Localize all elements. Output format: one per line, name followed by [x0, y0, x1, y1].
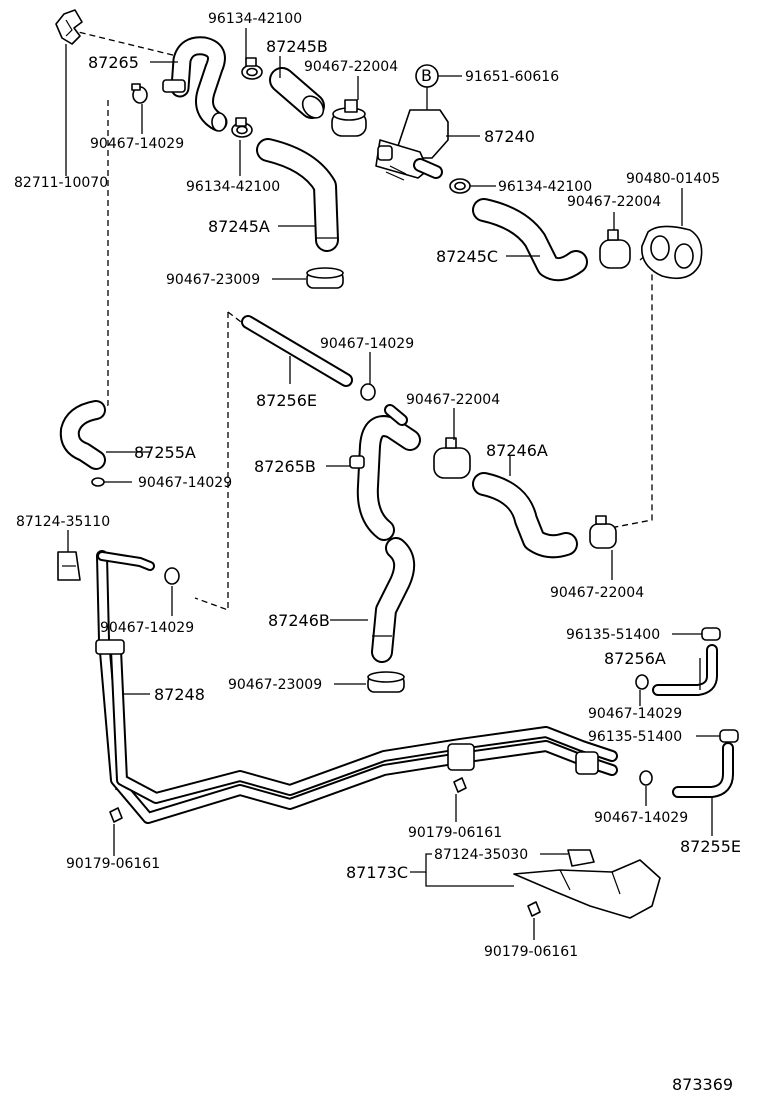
label-90179-06161-c: 90179-06161 — [484, 944, 578, 960]
label-87245B: 87245B — [266, 37, 328, 56]
hose-87245C-part — [472, 198, 588, 282]
hose-87246A-part — [472, 472, 578, 559]
pipe-assembly-87248-part — [95, 550, 618, 824]
hose-87256A-part — [652, 627, 721, 696]
callout-b: B — [415, 64, 462, 110]
clamp-90467-22004-right — [599, 229, 631, 269]
label-90467-22004-c: 90467-22004 — [406, 392, 500, 408]
label-87255E: 87255E — [680, 837, 741, 856]
label-90179-06161-b: 90179-06161 — [66, 856, 160, 872]
label-90467-14029-f: 90467-14029 — [594, 810, 688, 826]
label-87124-35110: 87124-35110 — [16, 514, 110, 530]
hose-87255A-part — [59, 400, 106, 470]
pipe-87256E-part — [241, 315, 353, 387]
clip-90467-14029-low — [164, 567, 180, 585]
clip-90467-14029-mid — [360, 383, 376, 401]
label-87246B: 87246B — [268, 611, 330, 630]
label-87173C: 87173C — [346, 863, 408, 882]
label-82711-10070: 82711-10070 — [14, 175, 108, 191]
hose-87255E-part — [672, 729, 739, 798]
hose-87246B-part — [371, 537, 416, 663]
duct-87173C-part — [513, 859, 661, 919]
label-96135-51400-a: 96135-51400 — [566, 627, 660, 643]
label-87265B: 87265B — [254, 457, 316, 476]
clip-96134-42100-right — [449, 178, 471, 194]
bolt-90179-b — [453, 777, 467, 793]
hose-87265B-part — [349, 404, 421, 541]
label-90467-14029-a: 90467-14029 — [90, 136, 184, 152]
hose-87265-part — [162, 36, 228, 132]
callout-b-text: B — [421, 66, 432, 85]
label-96134-42100-top: 96134-42100 — [208, 11, 302, 27]
label-87240: 87240 — [484, 127, 535, 146]
label-90467-22004-d: 90467-22004 — [550, 585, 644, 601]
clamp-90467-22004-mid — [433, 437, 471, 479]
clamp-90467-22004-low — [589, 515, 617, 549]
label-96135-51400-b: 96135-51400 — [588, 729, 682, 745]
label-90467-14029-b: 90467-14029 — [320, 336, 414, 352]
label-90179-06161-a: 90179-06161 — [408, 825, 502, 841]
label-90467-23009-b: 90467-23009 — [228, 677, 322, 693]
grommet-90480-part — [641, 225, 703, 280]
clip-87124-35030-part — [567, 849, 595, 867]
clip-87124-35110-part — [57, 551, 81, 581]
clip-90467-14029-right-b — [639, 770, 653, 786]
clamp-90467-22004-top — [331, 99, 367, 137]
label-90467-23009-a: 90467-23009 — [166, 272, 260, 288]
clip-90467-14029-left — [91, 477, 105, 487]
label-87248: 87248 — [154, 685, 205, 704]
label-91651-60616: 91651-60616 — [465, 69, 559, 85]
clip-90467-14029-top — [131, 83, 148, 104]
label-96134-42100-mid: 96134-42100 — [186, 179, 280, 195]
label-96134-42100-right: 96134-42100 — [498, 179, 592, 195]
clip-90467-14029-right-a — [635, 674, 649, 690]
hose-87245B-part — [269, 67, 325, 119]
label-87245C: 87245C — [436, 247, 498, 266]
clamp-90467-23009-low — [367, 671, 405, 693]
label-90467-14029-c: 90467-14029 — [138, 475, 232, 491]
label-87265: 87265 — [88, 53, 139, 72]
label-87124-35030: 87124-35030 — [434, 847, 528, 863]
clip-96134-42100-mid — [231, 117, 253, 138]
label-87245A: 87245A — [208, 217, 270, 236]
clip-96134-42100-top — [241, 57, 263, 80]
label-90467-22004-b: 90467-22004 — [567, 194, 661, 210]
clamp-90467-23009-top — [306, 267, 344, 289]
label-90467-14029-e: 90467-14029 — [588, 706, 682, 722]
label-87256E: 87256E — [256, 391, 317, 410]
part-labels: 96134-42100 87245B 87265 90467-22004 916… — [14, 11, 741, 1094]
diagram-id: 873369 — [672, 1075, 733, 1094]
clip-82711-part — [55, 9, 83, 45]
label-87246A: 87246A — [486, 441, 548, 460]
bolt-90179-a — [109, 807, 123, 823]
water-valve-87240-part — [375, 109, 449, 181]
leader-lines — [65, 28, 720, 940]
hose-87245A-part — [256, 138, 339, 252]
label-87255A: 87255A — [134, 443, 196, 462]
label-90480-01405: 90480-01405 — [626, 171, 720, 187]
label-90467-14029-d: 90467-14029 — [100, 620, 194, 636]
bolt-90179-c — [527, 901, 541, 917]
label-87256A: 87256A — [604, 649, 666, 668]
label-90467-22004-top: 90467-22004 — [304, 59, 398, 75]
